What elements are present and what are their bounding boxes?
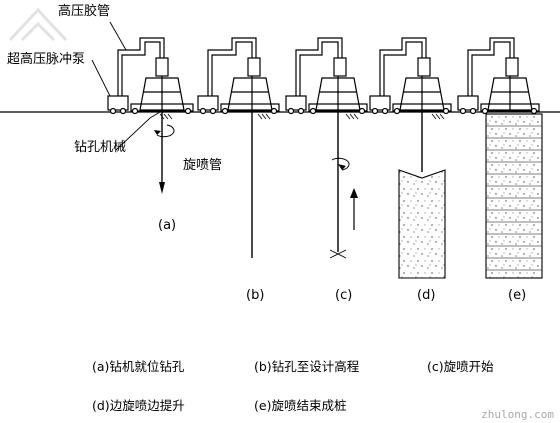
leader-lines xyxy=(91,21,161,151)
step-label-e: (e) xyxy=(508,288,527,303)
step-label-a: (a) xyxy=(158,218,177,233)
caption-a: (a)钻机就位钻孔 xyxy=(92,359,185,374)
finished-pile-e xyxy=(485,113,543,279)
jet-nozzle-c xyxy=(329,249,347,259)
soilcrete-column-d xyxy=(398,169,446,279)
step-label-d: (d) xyxy=(417,288,436,303)
label-drilling-machine: 钻孔机械 xyxy=(74,140,127,155)
watermark-logo xyxy=(8,7,68,42)
rotation-arrow-c xyxy=(331,157,350,171)
rig-b xyxy=(197,37,280,115)
ground-hatch xyxy=(159,113,527,120)
caption-b: (b)钻孔至设计高程 xyxy=(254,359,360,374)
step-label-c: (c) xyxy=(335,288,353,303)
rig-c xyxy=(285,37,368,115)
label-ultra-high-pressure-pump: 超高压脉冲泵 xyxy=(7,52,86,67)
rig-e xyxy=(457,37,540,115)
label-jet-pipe: 旋喷管 xyxy=(183,158,223,173)
drill-bit-a xyxy=(159,182,165,194)
rig-d xyxy=(369,37,452,115)
caption-e: (e)旋喷结束成桩 xyxy=(254,398,347,413)
rig-a xyxy=(107,37,194,115)
label-high-pressure-hose: 高压胶管 xyxy=(58,4,111,19)
watermark-text: zhulong.com xyxy=(481,408,554,421)
caption-c: (c)旋喷开始 xyxy=(427,359,494,374)
caption-d: (d)边旋喷边提升 xyxy=(92,398,185,413)
rotation-arrow-a xyxy=(156,124,175,138)
step-label-b: (b) xyxy=(246,288,265,303)
